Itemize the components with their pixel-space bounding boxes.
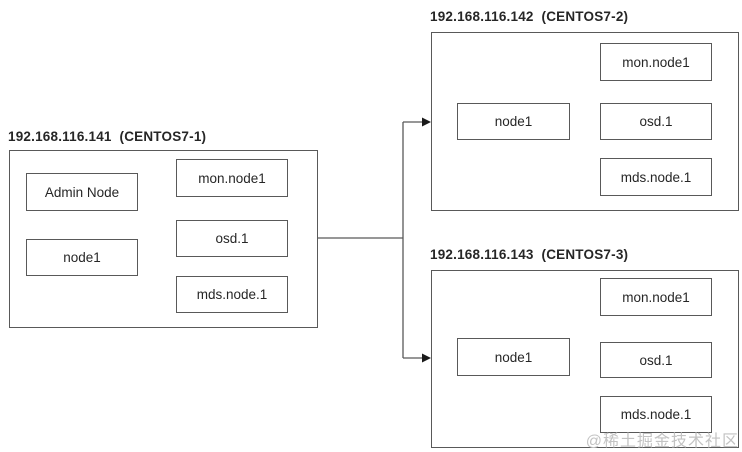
node-box-node1-s1: node1 [26, 239, 138, 276]
node-box-osd-s1: osd.1 [176, 220, 288, 257]
node-box-mds-s3: mds.node.1 [600, 396, 712, 433]
node-box-mon-s2: mon.node1 [600, 43, 712, 81]
node-box-node1-s3: node1 [457, 338, 570, 376]
connector-stub [318, 122, 404, 358]
arrowhead-top-icon [422, 117, 431, 127]
node-box-admin-node: Admin Node [26, 173, 138, 211]
server-title-centos7-1: 192.168.116.141 (CENTOS7-1) [8, 129, 207, 144]
watermark-text: @稀土掘金技术社区 [585, 433, 739, 450]
node-box-mds-s2: mds.node.1 [600, 158, 712, 196]
node-box-osd-s3: osd.1 [600, 342, 712, 378]
arrowhead-bottom-icon [422, 353, 431, 363]
node-box-osd-s2: osd.1 [600, 103, 712, 140]
node-box-mon-s3: mon.node1 [600, 278, 712, 316]
node-box-mds-s1: mds.node.1 [176, 276, 288, 313]
node-box-mon-s1: mon.node1 [176, 159, 288, 197]
connector-arrow-to-centos7-3 [403, 353, 431, 363]
server-title-centos7-3: 192.168.116.143 (CENTOS7-3) [430, 247, 629, 262]
node-box-node1-s2: node1 [457, 103, 570, 140]
server-title-centos7-2: 192.168.116.142 (CENTOS7-2) [430, 9, 629, 24]
connector-arrow-to-centos7-2 [403, 117, 431, 127]
